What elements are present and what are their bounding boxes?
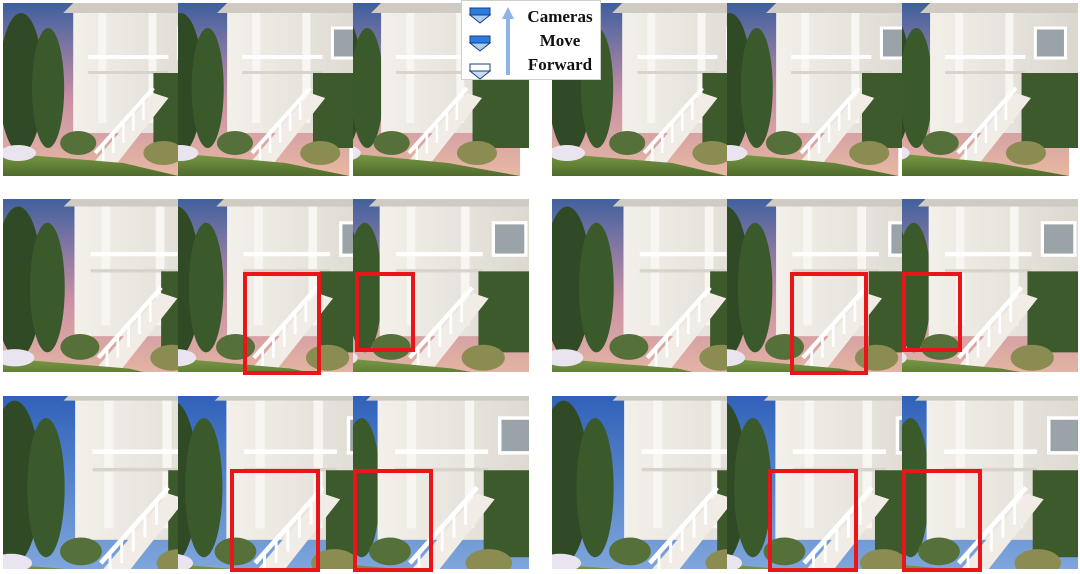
camera-pyramid-icon (468, 63, 492, 80)
forward-arrow-icon (502, 7, 514, 75)
camera-pyramid-icon (468, 7, 492, 24)
legend-line: Forward (527, 55, 593, 74)
video-frame (552, 199, 728, 372)
video-frame (3, 3, 179, 176)
artifact-highlight-box (902, 469, 982, 572)
video-frame (353, 396, 529, 569)
video-frame (3, 396, 179, 569)
artifact-highlight-box (230, 469, 320, 572)
legend-line: Cameras (527, 7, 593, 26)
artifact-highlight-box (243, 272, 321, 375)
camera-motion-legend: Cameras Move Forward (461, 0, 601, 80)
artifact-highlight-box (768, 469, 858, 572)
video-frame (552, 396, 728, 569)
legend-line: Move (539, 31, 581, 50)
video-frame (902, 199, 1078, 372)
video-frame (353, 199, 529, 372)
legend-text: Cameras Move Forward (520, 5, 600, 77)
artifact-highlight-box (902, 272, 962, 352)
video-frame (552, 3, 728, 176)
video-frame (727, 396, 903, 569)
video-frame (727, 3, 903, 176)
video-frame (902, 3, 1078, 176)
video-frame (178, 3, 354, 176)
video-frame (727, 199, 903, 372)
video-frame (902, 396, 1078, 569)
video-frame (3, 199, 179, 372)
camera-pyramid-icon (468, 35, 492, 52)
artifact-highlight-box (355, 272, 415, 352)
camera-icons-column (468, 7, 492, 91)
artifact-highlight-box (353, 469, 433, 572)
artifact-highlight-box (790, 272, 868, 375)
video-frame (178, 199, 354, 372)
video-frame (178, 396, 354, 569)
